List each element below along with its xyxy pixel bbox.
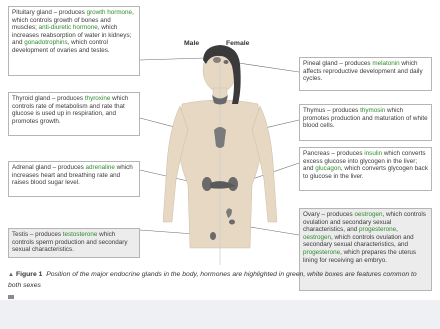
adrenal-text-1: Adrenal gland – produces	[12, 164, 86, 171]
pancreas-box: Pancreas – produces insulin which conver…	[299, 147, 432, 191]
ovary-text-3: ,	[396, 226, 398, 233]
pineal-gland	[224, 60, 229, 64]
hormone-thyroxine: thyroxine	[85, 95, 111, 102]
testis	[210, 232, 216, 240]
ovary	[229, 220, 235, 225]
hormone-testosterone: testosterone	[63, 231, 98, 238]
hormone-insulin: insulin	[364, 150, 382, 157]
pituitary-box: Pituitary gland – produces growth hormon…	[8, 6, 140, 76]
hormone-adrenaline: adrenaline	[86, 164, 115, 171]
figure-caption: ▲Figure 1 Position of the major endocrin…	[8, 270, 428, 290]
female-label: Female	[226, 40, 249, 47]
pineal-box: Pineal gland – produces melatonin which …	[299, 57, 432, 91]
hormone-glucagon: glucagon	[315, 165, 341, 172]
hormone-melatonin: melatonin	[372, 60, 399, 67]
hormone-thymosin: thymosin	[360, 107, 385, 114]
male-label: Male	[184, 40, 199, 47]
testis-box: Testis – produces testosterone which con…	[8, 228, 140, 258]
hormone-progesterone: progesterone	[359, 226, 396, 233]
figure-caption-text: Position of the major endocrine glands i…	[8, 271, 417, 289]
pancreas-text-1: Pancreas – produces	[303, 150, 364, 157]
pineal-text-1: Pineal gland – produces	[303, 60, 372, 67]
caption-triangle-icon: ▲	[8, 272, 14, 278]
hormone-oestrogen-2: oestrogen	[303, 234, 331, 241]
thyroid-text-1: Thyroid gland – produces	[12, 95, 85, 102]
adrenal-box: Adrenal gland – produces adrenaline whic…	[8, 161, 140, 197]
hormone-gonadotrophins: gonadotrophins	[24, 39, 67, 46]
hormone-progesterone-2: progesterone	[303, 249, 340, 256]
caption-marker-block	[8, 295, 14, 299]
thymus-text-1: Thymus – produces	[303, 107, 360, 114]
testis-text-1: Testis – produces	[12, 231, 63, 238]
thyroid-box: Thyroid gland – produces thyroxine which…	[8, 92, 140, 136]
figure-number: Figure 1	[16, 271, 42, 278]
hormone-oestrogen: oestrogen	[354, 211, 382, 218]
thymus-box: Thymus – produces thymosin which promote…	[299, 104, 432, 141]
ovary-text-1: Ovary – produces	[303, 211, 354, 218]
hormone-growth-hormone: growth hormone	[87, 9, 133, 16]
page-footer-band	[0, 300, 440, 329]
pituitary-text-1: Pituitary gland – produces	[12, 9, 87, 16]
pituitary-gland	[213, 57, 221, 63]
hormone-anti-diuretic: anti-diuretic hormone	[39, 24, 98, 31]
